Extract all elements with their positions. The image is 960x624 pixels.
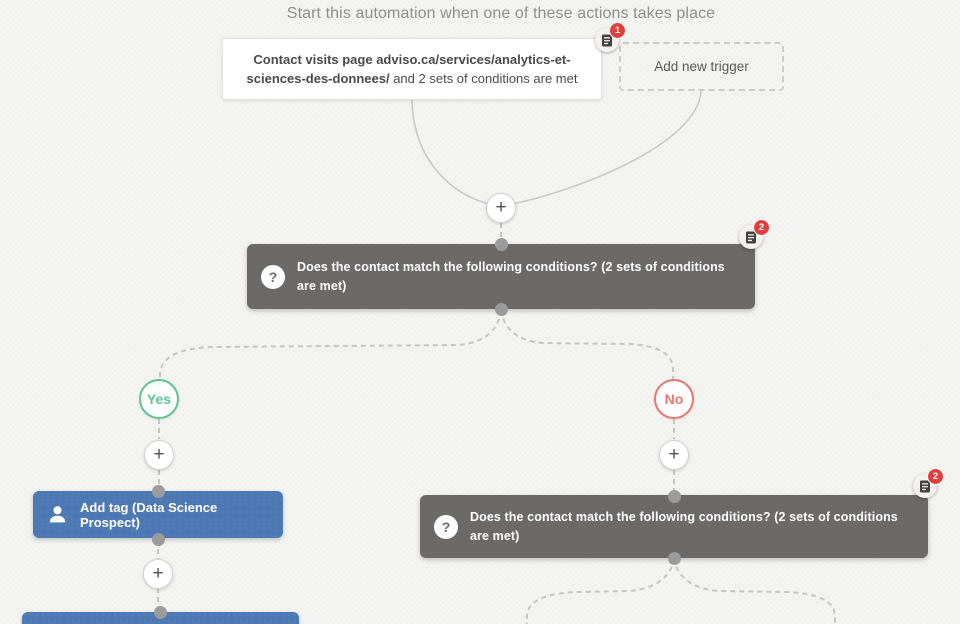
connector-dot bbox=[153, 605, 167, 619]
add-action-button-yes[interactable]: + bbox=[144, 440, 174, 470]
automation-start-heading: Start this automation when one of these … bbox=[286, 5, 716, 22]
trigger-card[interactable]: Contact visits page adviso.ca/services/a… bbox=[222, 38, 602, 100]
condition-2-notes-count: 2 bbox=[927, 468, 944, 485]
condition-1-notes-count: 2 bbox=[753, 219, 770, 236]
connector-dot bbox=[494, 302, 508, 316]
branch-no-label: No bbox=[654, 379, 694, 419]
add-action-button-after-tag[interactable]: + bbox=[143, 559, 173, 589]
person-icon bbox=[47, 504, 68, 525]
branch-yes-label: Yes bbox=[139, 379, 179, 419]
condition-2-notes-badge[interactable]: 2 bbox=[913, 468, 944, 498]
add-tag-action-node[interactable]: Add tag (Data Science Prospect) bbox=[33, 491, 283, 538]
condition-1-notes-badge[interactable]: 2 bbox=[739, 219, 770, 249]
trigger-card-bold-text: Contact visits page adviso.ca/services/a… bbox=[246, 52, 571, 86]
add-action-button-no[interactable]: + bbox=[659, 440, 689, 470]
condition-node-1[interactable]: ? Does the contact match the following c… bbox=[247, 244, 755, 309]
connector-dot bbox=[151, 484, 165, 498]
trigger-notes-badge[interactable]: 1 bbox=[595, 22, 626, 52]
trigger-card-text: Contact visits page adviso.ca/services/a… bbox=[245, 50, 579, 88]
connector-dot bbox=[151, 532, 165, 546]
connector-dot bbox=[667, 489, 681, 503]
connector-dot bbox=[667, 551, 681, 565]
connector-dot bbox=[494, 237, 508, 251]
condition-node-2[interactable]: ? Does the contact match the following c… bbox=[420, 495, 928, 558]
trigger-notes-count: 1 bbox=[609, 22, 626, 39]
add-action-button-top[interactable]: + bbox=[486, 193, 516, 223]
condition-node-1-text: Does the contact match the following con… bbox=[297, 259, 725, 293]
trigger-card-normal-text: and 2 sets of conditions are met bbox=[393, 71, 578, 86]
condition-node-2-text: Does the contact match the following con… bbox=[470, 509, 898, 543]
add-tag-action-label: Add tag (Data Science Prospect) bbox=[80, 499, 218, 530]
question-icon: ? bbox=[434, 514, 458, 539]
question-icon: ? bbox=[261, 264, 285, 289]
add-new-trigger-button[interactable]: Add new trigger bbox=[619, 42, 784, 91]
